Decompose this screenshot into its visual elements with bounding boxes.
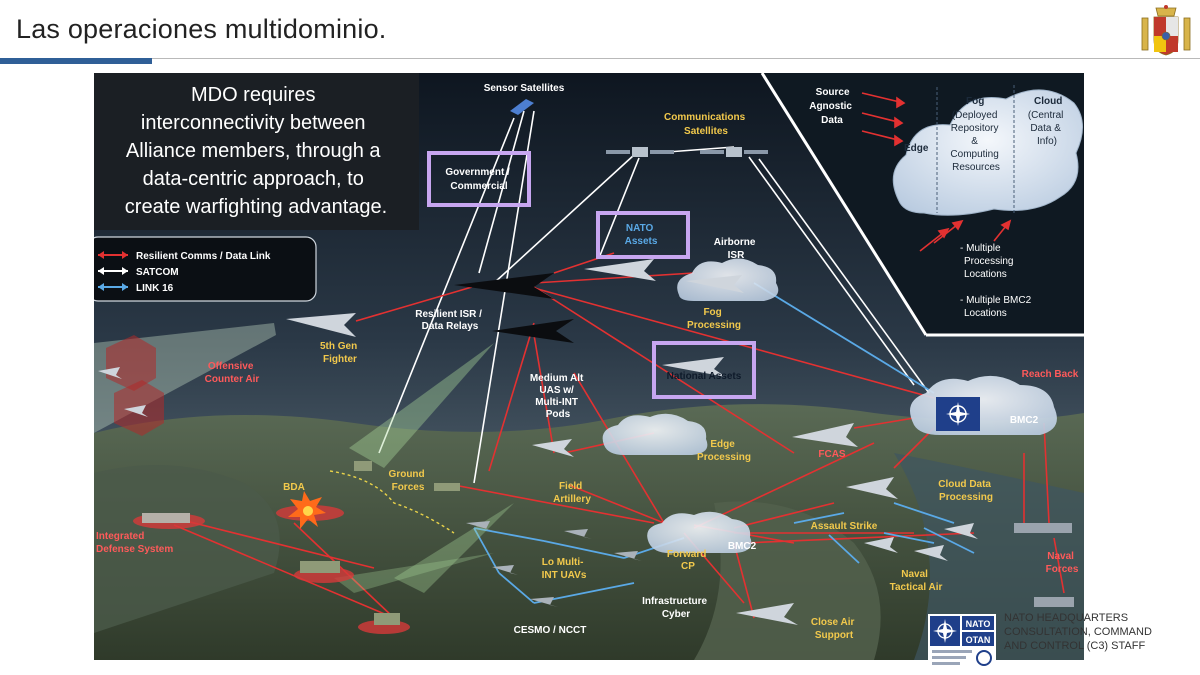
offensive-counter-air-label: Offensive Counter Air bbox=[205, 361, 260, 385]
edge-processing-label: Edge Processing bbox=[697, 439, 751, 463]
fog-body-label: (Deployed Repository & Computing Resourc… bbox=[950, 110, 1001, 173]
slide-title: Las operaciones multidominio. bbox=[16, 14, 387, 44]
nato-otan-logo: NATO OTAN bbox=[928, 614, 996, 668]
nato-assets-label: NATO Assets bbox=[625, 223, 658, 247]
airborne-isr-label: Airborne ISR bbox=[714, 237, 758, 261]
fog-processing-label: Fog Processing bbox=[687, 307, 741, 331]
svg-text:LINK 16: LINK 16 bbox=[136, 283, 174, 294]
integrated-defense-label: Integrated Defense System bbox=[96, 531, 173, 555]
multiple-bmc2-label: - Multiple BMC2 Locations bbox=[960, 295, 1034, 319]
close-air-support-label: Close Air Support bbox=[811, 617, 857, 641]
national-assets-label: National Assets bbox=[667, 371, 742, 382]
medium-alt-uas-label: Medium Alt UAS w/ Multi-INT Pods bbox=[530, 373, 586, 420]
isr-relay-aircraft-icon bbox=[454, 273, 574, 343]
forward-line bbox=[329, 470, 455, 534]
sensor-satellites-label: Sensor Satellites bbox=[484, 83, 565, 94]
fog-header-label: Fog bbox=[966, 96, 984, 107]
uav-icons bbox=[466, 521, 642, 607]
bda-label: BDA bbox=[283, 482, 305, 493]
footer-text: NATO HEADQUARTERS CONSULTATION, COMMAND … bbox=[1004, 611, 1152, 653]
cloud-header-label: Cloud bbox=[1034, 96, 1062, 107]
cloud-data-processing-label: Cloud Data Processing bbox=[938, 479, 994, 503]
naval-forces-label: Naval Forces bbox=[1046, 551, 1079, 575]
field-artillery-label: Field Artillery bbox=[553, 481, 591, 505]
callout-box bbox=[94, 73, 419, 230]
legend-item-resilient-comms: Resilient Comms / Data Link bbox=[98, 251, 271, 262]
edge-fog-cloud-graphic bbox=[892, 85, 1083, 216]
source-agnostic-data-label: Source Agnostic Data bbox=[809, 87, 855, 126]
fifth-gen-fighter-label: 5th Gen Fighter bbox=[320, 341, 360, 365]
legend-item-satcom: SATCOM bbox=[98, 267, 179, 278]
title-accent-bar bbox=[0, 58, 152, 64]
reach-back-label: Reach Back bbox=[1022, 369, 1079, 380]
nato-flag-icon bbox=[936, 397, 980, 431]
svg-text:SATCOM: SATCOM bbox=[136, 267, 179, 278]
ground-forces-label: Ground Forces bbox=[389, 469, 428, 493]
cloud-body-label: (Central Data & Info) bbox=[1028, 110, 1066, 147]
communications-satellites-label: Communications Satellites bbox=[664, 112, 748, 137]
footer-line: AND CONTROL (C3) STAFF bbox=[1004, 640, 1146, 652]
assault-strike-label: Assault Strike bbox=[811, 521, 878, 532]
footer-line: NATO HEADQUARTERS bbox=[1004, 612, 1129, 624]
legend-item-link16: LINK 16 bbox=[98, 283, 174, 294]
forward-cp-label: Forward CP bbox=[667, 549, 709, 572]
bda-explosion-icon bbox=[288, 491, 326, 529]
national-assets-box bbox=[652, 341, 756, 399]
svg-text:OTAN: OTAN bbox=[966, 635, 991, 645]
comms-satellite-icon bbox=[606, 147, 768, 157]
legend-box bbox=[94, 236, 317, 302]
infrastructure-cyber-label: Infrastructure Cyber bbox=[642, 596, 710, 620]
lo-multi-int-uavs-label: Lo Multi- INT UAVs bbox=[542, 557, 587, 581]
government-commercial-label: Government / Commercial bbox=[445, 167, 512, 192]
multiple-processing-label: - Multiple Processing Locations bbox=[960, 243, 1016, 280]
isr-beam bbox=[349, 343, 494, 468]
bmc2-forward-label: BMC2 bbox=[728, 541, 757, 552]
fcas-label: FCAS bbox=[818, 449, 846, 460]
cesmo-ncct-label: CESMO / NCCT bbox=[514, 625, 587, 636]
government-commercial-box bbox=[427, 151, 531, 207]
bmc2-label: BMC2 bbox=[1010, 415, 1039, 426]
edge-label: Edge bbox=[904, 143, 929, 154]
resilient-isr-label: Resilient ISR / Data Relays bbox=[415, 309, 484, 332]
nato-assets-box bbox=[596, 211, 690, 259]
aircraft-icons bbox=[98, 259, 978, 625]
forward-cp-cloud bbox=[647, 511, 752, 553]
satcom-links bbox=[378, 110, 930, 484]
footer-line: CONSULTATION, COMMAND bbox=[1004, 626, 1152, 638]
callout-text: MDO requires interconnectivity between A… bbox=[125, 84, 387, 218]
title-divider bbox=[0, 58, 1200, 59]
edge-processing-cloud bbox=[602, 413, 708, 455]
svg-text:Resilient Comms / Data Link: Resilient Comms / Data Link bbox=[136, 251, 271, 262]
source-arrows bbox=[861, 92, 1012, 252]
mdo-diagram: Edge Fog (Deployed Repository & Computin… bbox=[94, 73, 1084, 660]
spanish-coat-of-arms-icon bbox=[1141, 5, 1191, 56]
naval-tactical-air-label: Naval Tactical Air bbox=[890, 569, 943, 593]
sensor-satellite-icon bbox=[510, 99, 534, 115]
svg-text:NATO: NATO bbox=[966, 619, 991, 629]
